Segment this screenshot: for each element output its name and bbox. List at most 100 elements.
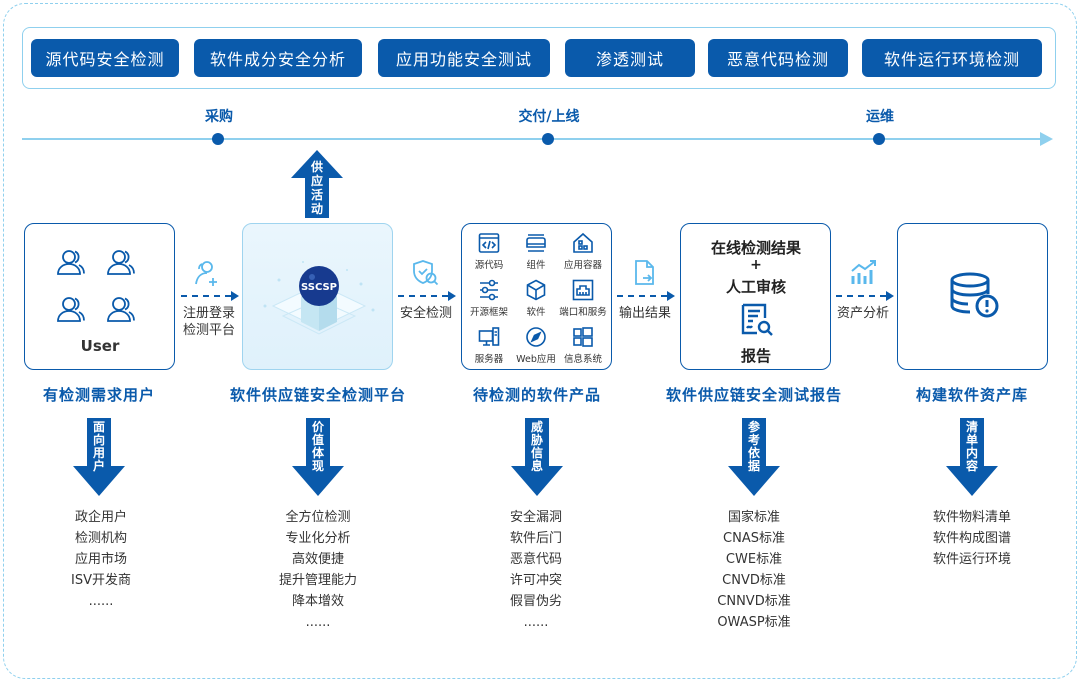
- list-item: 许可冲突: [509, 573, 563, 588]
- list-item: ......: [523, 615, 549, 630]
- list-item: OWASP标准: [717, 615, 791, 630]
- arrow-right-icon: [886, 291, 894, 301]
- list-item: 降本增效: [291, 594, 345, 609]
- inventory-label: 清单内容: [965, 420, 978, 473]
- report-manual-review: 人工审核: [725, 278, 786, 296]
- arrow-down-icon: [728, 466, 780, 496]
- platform-badge: SSCSP: [301, 282, 337, 293]
- arrow-down-icon: [292, 466, 344, 496]
- arrow-down-icon: [946, 466, 998, 496]
- cube-icon: [526, 279, 546, 301]
- list-item: ......: [88, 594, 114, 609]
- service-composition-analysis: 软件成分安全分析: [194, 39, 362, 77]
- list-item: 软件后门: [509, 531, 563, 546]
- reference-label: 参考依据: [747, 420, 760, 473]
- threat-info-label: 威胁信息: [530, 420, 543, 473]
- list-item: 国家标准: [727, 510, 780, 525]
- diagram-frame: [3, 3, 1077, 679]
- report-node: 在线检测结果 + 人工审核 报告: [680, 223, 831, 370]
- connector-arrow: [617, 290, 675, 302]
- connector-label-asset-analysis: 资产分析: [836, 306, 890, 321]
- arrow-down-icon: [511, 466, 563, 496]
- list-item: CNNVD标准: [717, 594, 791, 609]
- threat-info-arrow: 威胁信息: [511, 418, 563, 496]
- port-icon: [572, 279, 594, 301]
- list-item: 软件物料清单: [932, 510, 1012, 525]
- arrow-right-icon: [231, 291, 239, 301]
- platform-illustration: SSCSP: [263, 261, 375, 335]
- report-label: 报告: [740, 347, 771, 365]
- list-item: 软件构成图谱: [932, 531, 1012, 546]
- users-icon: [57, 250, 85, 275]
- grid-item-server: 服务器: [465, 326, 513, 365]
- database-alert-icon: [950, 272, 999, 318]
- list-item: CNAS标准: [723, 531, 785, 546]
- target-users-arrow: 面向用户: [73, 418, 125, 496]
- service-app-function-testing: 应用功能安全测试: [378, 39, 550, 77]
- connector-arrow: [398, 290, 456, 302]
- platform-node-title: 软件供应链安全检测平台: [229, 386, 407, 404]
- users-icon: [57, 297, 85, 322]
- report-search-icon: [741, 303, 773, 336]
- stage-delivery: 交付/上线: [518, 109, 580, 125]
- component-icon: [526, 234, 546, 252]
- value-list: 全方位检测专业化分析高效便捷提升管理能力降本增效......: [279, 507, 357, 633]
- products-node-title: 待检测的软件产品: [472, 386, 602, 404]
- supply-activity-arrow: 供应活动: [291, 150, 343, 218]
- timeline-arrow-icon: [1040, 132, 1053, 146]
- report-node-title: 软件供应链安全测试报告: [665, 386, 843, 404]
- list-item: 软件运行环境: [932, 552, 1012, 567]
- service-runtime-env-detection: 软件运行环境检测: [862, 39, 1042, 77]
- report-online-results: 在线检测结果: [710, 239, 801, 257]
- threat-list: 安全漏洞软件后门恶意代码许可冲突假冒伪劣......: [510, 507, 562, 633]
- supply-activity-label: 供应活动: [310, 160, 323, 216]
- arrow-up-icon: [291, 150, 343, 178]
- stage-dot: [212, 133, 224, 145]
- stage-operations: 运维: [866, 109, 894, 125]
- code-icon: [478, 233, 500, 253]
- document-export-icon: [635, 260, 654, 285]
- target-users-label: 面向用户: [92, 420, 105, 473]
- assets-node: [897, 223, 1048, 370]
- add-user-icon: [195, 261, 217, 286]
- server-icon: [478, 327, 500, 346]
- list-item: 应用市场: [74, 552, 128, 567]
- inventory-list: 软件物料清单软件构成图谱软件运行环境: [933, 507, 1011, 570]
- container-icon: [573, 232, 593, 253]
- user-node-title: 有检测需求用户: [42, 386, 156, 404]
- list-item: CWE标准: [725, 552, 783, 567]
- grid-item-info-system: 信息系统: [559, 326, 607, 365]
- list-item: 高效便捷: [291, 552, 345, 567]
- inventory-arrow: 清单内容: [946, 418, 998, 496]
- stage-dot: [542, 133, 554, 145]
- grid-item-app-container: 应用容器: [559, 232, 607, 271]
- connector-label-register: 注册登录 检测平台: [182, 306, 236, 338]
- grid-item-open-source-framework: 开源框架: [465, 279, 513, 318]
- connector-arrow: [836, 290, 894, 302]
- grid-item-ports-services: 端口和服务: [559, 279, 607, 318]
- sliders-icon: [480, 279, 498, 301]
- list-item: 检测机构: [74, 531, 128, 546]
- connector-arrow: [181, 290, 239, 302]
- service-penetration-testing: 渗透测试: [565, 39, 695, 77]
- connector-label-security-detection: 安全检测: [399, 306, 453, 321]
- list-item: 恶意代码: [509, 552, 563, 567]
- value-arrow: 价值体现: [292, 418, 344, 496]
- grid-item-web-app: Web应用: [512, 326, 560, 365]
- connector-label-output-results: 输出结果: [618, 306, 672, 321]
- platform-node: SSCSP: [242, 223, 393, 370]
- reference-arrow: 参考依据: [728, 418, 780, 496]
- grid-item-software: 软件: [512, 279, 560, 318]
- arrow-down-icon: [73, 466, 125, 496]
- service-source-code-detection: 源代码安全检测: [31, 39, 179, 77]
- compass-icon: [526, 327, 546, 347]
- grid-item-component: 组件: [512, 232, 560, 271]
- value-label: 价值体现: [311, 420, 324, 473]
- arrow-right-icon: [448, 291, 456, 301]
- stage-procurement: 采购: [205, 109, 233, 125]
- users-icon: [107, 297, 135, 322]
- list-item: ......: [305, 615, 331, 630]
- grid-item-source-code: 源代码: [465, 232, 513, 271]
